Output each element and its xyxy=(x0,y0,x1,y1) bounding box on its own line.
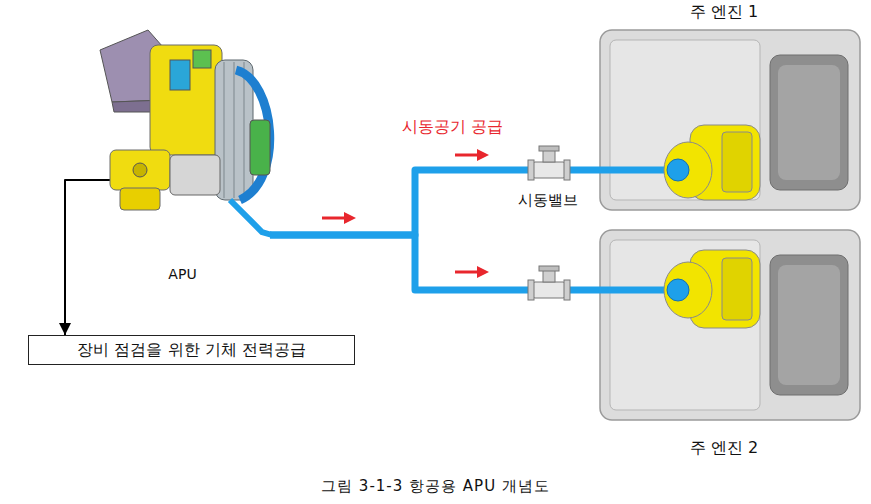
valve-symbol xyxy=(528,266,570,300)
flow-label: 시동공기 공급 xyxy=(400,117,505,136)
power-supply-box: 장비 점검을 위한 기체 전력공급 xyxy=(28,335,355,365)
valve-symbol xyxy=(528,146,570,180)
main-engine: 주 엔진 2 xyxy=(590,228,858,458)
label-holder: 시동밸브 xyxy=(516,190,580,210)
label-holder: 시동공기 공급 xyxy=(400,117,505,138)
power-line xyxy=(65,180,95,335)
caption-holder: 그림 3-1-3 항공용 APU 개념도 xyxy=(0,476,871,496)
node-label: APU xyxy=(168,266,196,284)
node-label: 주 엔진 2 xyxy=(690,438,758,458)
node-label: 장비 점검을 위한 기체 전력공급 xyxy=(77,340,305,360)
engine-illustration xyxy=(590,230,860,420)
flow-arrow xyxy=(322,149,489,278)
air-pipe xyxy=(270,170,590,235)
node-label: 주 엔진 1 xyxy=(690,2,758,22)
apu-illustration xyxy=(95,30,272,235)
valve-label: 시동밸브 xyxy=(516,191,580,209)
engine-illustration xyxy=(590,30,860,210)
figure-caption: 그림 3-1-3 항공용 APU 개념도 xyxy=(321,477,550,495)
apu-unit: APU xyxy=(95,25,270,283)
main-engine: 주 엔진 1 xyxy=(590,2,858,214)
